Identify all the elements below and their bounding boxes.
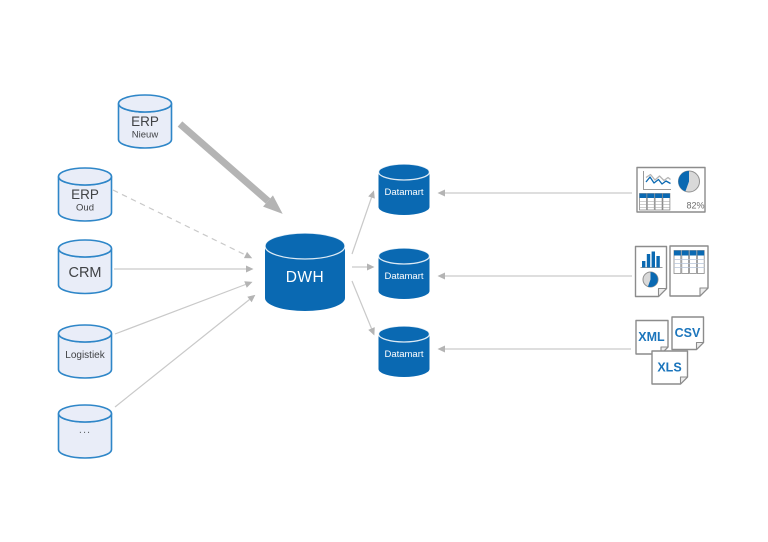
edge-erp-nieuw-to-dwh — [177, 121, 283, 214]
cylinder-top — [57, 167, 113, 186]
dashboard-report-icon: 82% — [636, 166, 706, 213]
node-datamart-middle: Datamart — [377, 247, 431, 299]
bar-chart-icon — [640, 251, 663, 268]
export-files-icons: XML CSV XLS — [635, 316, 705, 385]
node-erp-nieuw: ERP Nieuw — [117, 94, 173, 149]
cylinder-body — [378, 334, 430, 377]
xls-file-icon: XLS — [651, 350, 689, 385]
chart-report-page-icon — [634, 245, 668, 298]
connectors — [112, 121, 632, 408]
cylinder-top — [377, 325, 431, 343]
file-type-label: XML — [638, 330, 665, 344]
csv-file-icon: CSV — [671, 316, 705, 351]
node-datamart-top: Datamart — [377, 163, 431, 215]
cylinder-body — [378, 172, 430, 215]
edge-other-to-dwh — [114, 294, 256, 408]
node-sublabel: Oud — [76, 203, 94, 214]
node-erp-oud: ERP Oud — [57, 167, 113, 222]
node-label: ERP — [71, 187, 99, 202]
edge-dwh-to-datamart-bottom — [351, 280, 375, 336]
cylinder-top — [377, 163, 431, 181]
table-icon — [673, 250, 705, 274]
table-icon — [639, 193, 671, 211]
pie-chart-icon — [642, 271, 659, 288]
edge-erp-oud-to-dwh — [112, 189, 253, 259]
file-fold-corner — [679, 376, 689, 385]
node-dwh: DWH — [264, 232, 346, 311]
cylinder-top — [57, 239, 113, 258]
node-label: CRM — [68, 265, 101, 281]
cylinder-body — [378, 256, 430, 299]
table-report-page-icon — [669, 245, 709, 297]
node-label: Logistiek — [65, 350, 105, 361]
edge-dwh-to-datamart-top — [351, 190, 375, 255]
file-fold-corner — [695, 341, 705, 351]
cylinder-top — [264, 232, 346, 260]
node-datamart-bottom: Datamart — [377, 325, 431, 377]
node-label: ... — [79, 424, 91, 436]
line-chart-icon — [643, 171, 671, 190]
node-label: ERP — [131, 114, 159, 129]
node-crm: CRM — [57, 239, 113, 295]
cylinder-top — [377, 247, 431, 265]
node-label: Datamart — [384, 349, 423, 360]
node-logistiek: Logistiek — [57, 324, 113, 379]
pie-chart-icon — [678, 170, 700, 193]
page-fold-corner — [657, 287, 668, 298]
node-label: DWH — [286, 269, 325, 286]
node-label: Datamart — [384, 187, 423, 198]
node-label: Datamart — [384, 271, 423, 282]
xml-file-icon: XML — [635, 319, 669, 355]
file-type-label: CSV — [675, 326, 701, 340]
kpi-value: 82% — [686, 201, 704, 211]
file-type-label: XLS — [657, 361, 681, 375]
cylinder-top — [57, 404, 113, 423]
cylinder-top — [57, 324, 113, 343]
edge-logistiek-to-dwh — [114, 281, 253, 335]
node-other-sources: ... — [57, 404, 113, 459]
cylinder-body — [265, 246, 345, 311]
cylinder-top — [117, 94, 173, 113]
node-sublabel: Nieuw — [132, 130, 159, 141]
page-fold-corner — [699, 287, 709, 297]
